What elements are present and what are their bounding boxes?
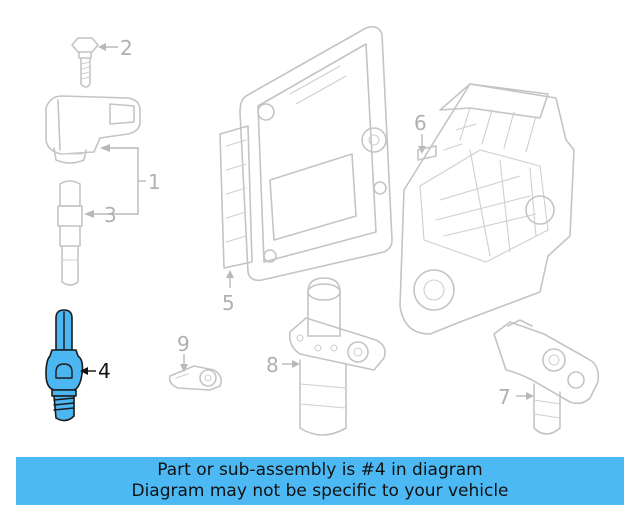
info-banner: Part or sub-assembly is #4 in diagram Di…: [16, 457, 624, 505]
banner-line-2: Diagram may not be specific to your vehi…: [131, 481, 509, 501]
banner-line-1: Part or sub-assembly is #4 in diagram: [157, 460, 483, 480]
part-5-engine-control-module[interactable]: [219, 26, 393, 282]
callout-3: 3: [104, 203, 117, 227]
part-3-coil-boot[interactable]: [57, 180, 83, 286]
callout-2: 2: [120, 36, 133, 60]
callout-5: 5: [222, 291, 235, 315]
callout-8: 8: [266, 353, 279, 377]
callout-4: 4: [98, 359, 111, 383]
part-9-knock-sensor[interactable]: [168, 365, 222, 391]
part-7-camshaft-sensor[interactable]: [493, 319, 600, 435]
part-8-crankshaft-sensor[interactable]: [288, 277, 386, 436]
part-2-bolt[interactable]: [71, 37, 99, 88]
part-4-spark-plug[interactable]: [45, 309, 84, 422]
callout-9: 9: [177, 332, 190, 356]
callout-1: 1: [148, 170, 161, 194]
part-1-ignition-coil[interactable]: [45, 95, 141, 164]
parts-diagram: 2 1 3 4: [45, 26, 600, 436]
callout-6: 6: [414, 111, 427, 135]
part-6-housing[interactable]: [399, 83, 575, 335]
callout-7: 7: [498, 385, 511, 409]
